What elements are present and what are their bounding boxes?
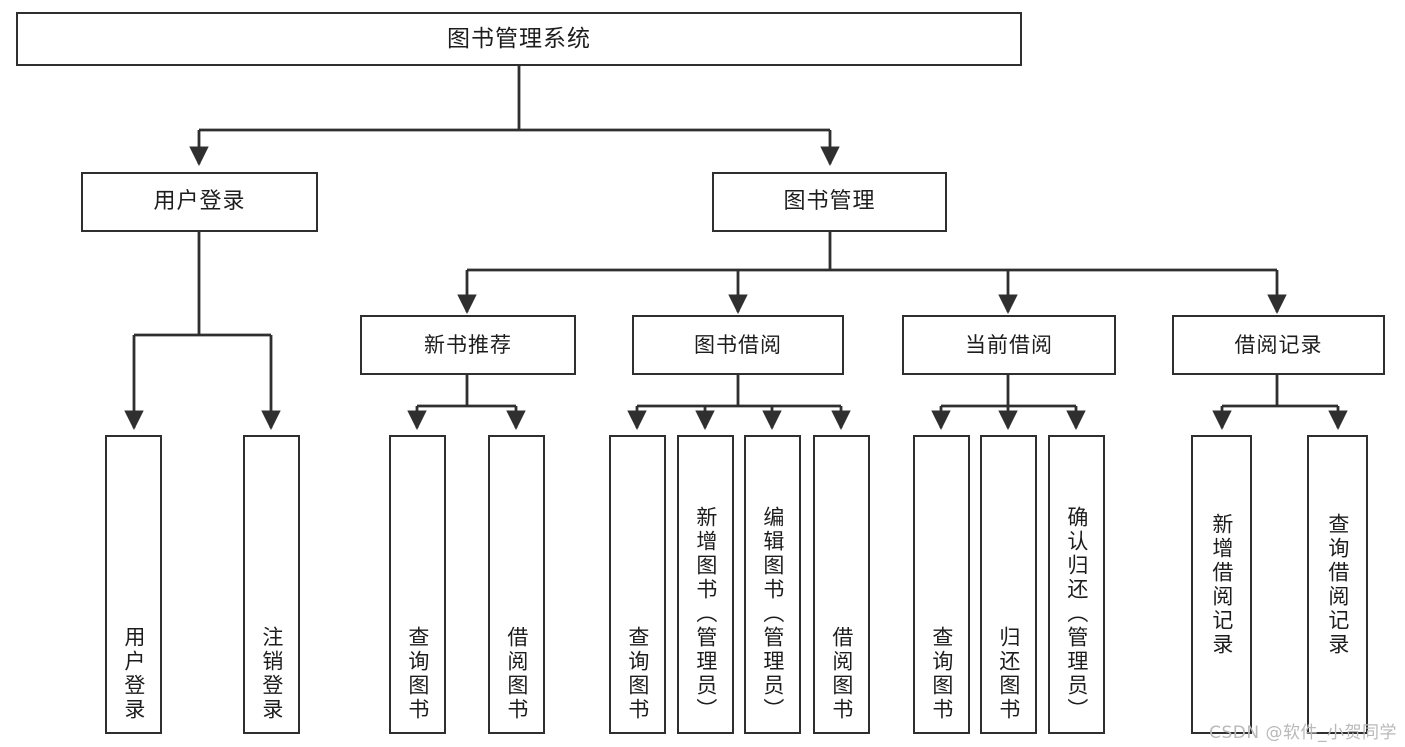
node-leaf-query-record-label: 查询借阅记录 xyxy=(1325,512,1350,657)
node-root[interactable]: 图书管理系统 xyxy=(16,12,1022,66)
node-leaf-borrow-book-1-label: 借阅图书 xyxy=(504,626,529,722)
node-leaf-edit-book[interactable]: 编辑图书（管理员） xyxy=(744,435,801,734)
node-new-book-recommend-label: 新书推荐 xyxy=(424,332,512,357)
node-leaf-user-login[interactable]: 用户登录 xyxy=(105,435,162,734)
node-leaf-borrow-book-2-label: 借阅图书 xyxy=(829,626,854,722)
node-leaf-add-record-label: 新增借阅记录 xyxy=(1209,512,1234,657)
node-book-manage[interactable]: 图书管理 xyxy=(712,172,947,232)
node-leaf-confirm-return-label: 确认归还（管理员） xyxy=(1064,506,1089,722)
node-leaf-query-book-3[interactable]: 查询图书 xyxy=(913,435,970,734)
node-current-borrow-label: 当前借阅 xyxy=(965,332,1053,357)
node-book-borrow-label: 图书借阅 xyxy=(694,332,782,357)
node-current-borrow[interactable]: 当前借阅 xyxy=(902,315,1116,375)
node-borrow-record[interactable]: 借阅记录 xyxy=(1172,315,1385,375)
node-leaf-borrow-book-2[interactable]: 借阅图书 xyxy=(813,435,870,734)
node-leaf-return-book[interactable]: 归还图书 xyxy=(980,435,1037,734)
node-user-login-label: 用户登录 xyxy=(153,189,246,215)
node-borrow-record-label: 借阅记录 xyxy=(1234,332,1323,357)
node-leaf-user-logout-label: 注销登录 xyxy=(259,626,284,722)
node-leaf-query-book-2-label: 查询图书 xyxy=(625,626,650,722)
node-book-borrow[interactable]: 图书借阅 xyxy=(632,315,844,375)
node-leaf-add-book[interactable]: 新增图书（管理员） xyxy=(677,435,734,734)
node-new-book-recommend[interactable]: 新书推荐 xyxy=(360,315,576,375)
node-leaf-query-book-1[interactable]: 查询图书 xyxy=(389,435,446,734)
node-leaf-user-login-label: 用户登录 xyxy=(121,626,146,722)
node-leaf-edit-book-label: 编辑图书（管理员） xyxy=(760,506,785,722)
node-leaf-return-book-label: 归还图书 xyxy=(996,626,1021,722)
node-leaf-confirm-return[interactable]: 确认归还（管理员） xyxy=(1048,435,1105,734)
node-leaf-borrow-book-1[interactable]: 借阅图书 xyxy=(488,435,545,734)
node-leaf-query-record[interactable]: 查询借阅记录 xyxy=(1307,435,1368,734)
node-leaf-query-book-1-label: 查询图书 xyxy=(405,626,430,722)
node-leaf-add-book-label: 新增图书（管理员） xyxy=(693,506,718,722)
node-leaf-query-book-2[interactable]: 查询图书 xyxy=(609,435,666,734)
node-user-login[interactable]: 用户登录 xyxy=(81,172,318,232)
node-book-manage-label: 图书管理 xyxy=(783,189,876,215)
node-leaf-query-book-3-label: 查询图书 xyxy=(929,626,954,722)
node-root-label: 图书管理系统 xyxy=(447,25,591,52)
node-leaf-add-record[interactable]: 新增借阅记录 xyxy=(1191,435,1252,734)
node-leaf-user-logout[interactable]: 注销登录 xyxy=(243,435,300,734)
